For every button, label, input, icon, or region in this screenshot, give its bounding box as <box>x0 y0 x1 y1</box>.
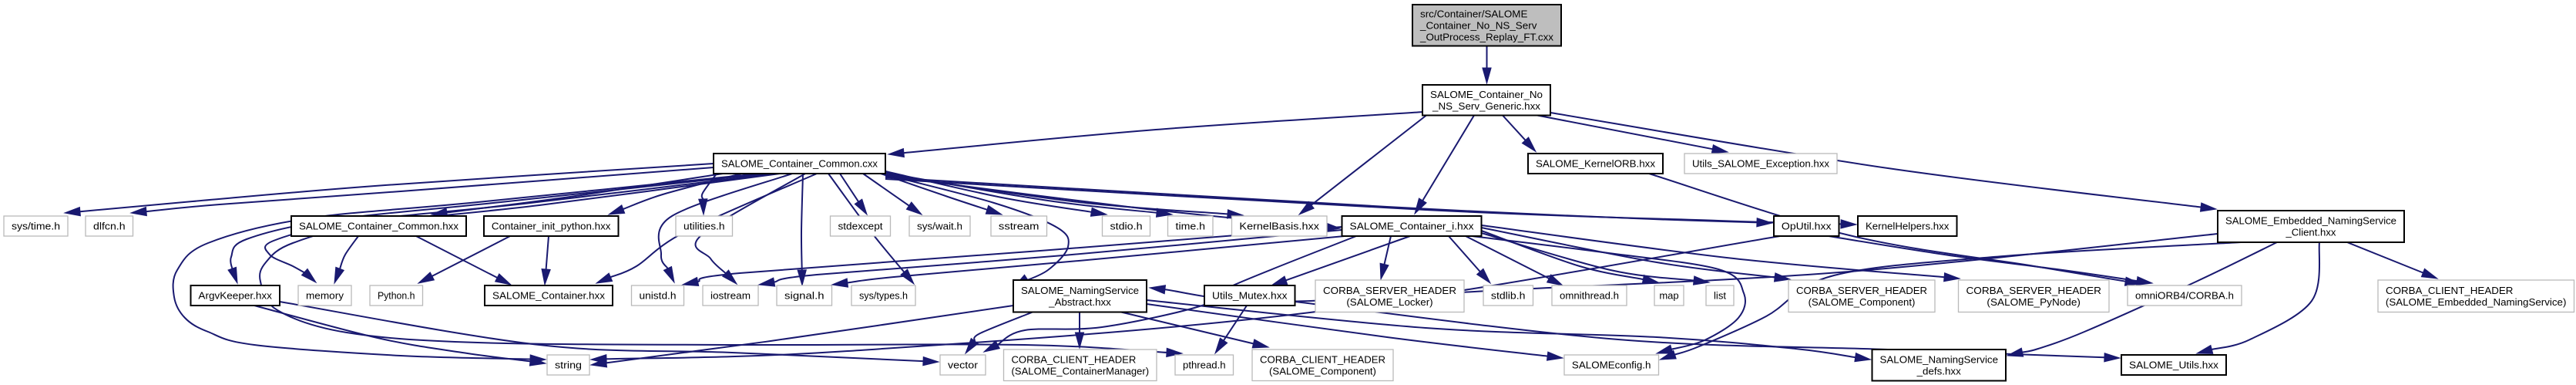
svg-text:(SALOME_PyNode): (SALOME_PyNode) <box>1987 296 2081 308</box>
svg-text:Container_init_python.hxx: Container_init_python.hxx <box>492 221 611 232</box>
svg-text:SALOME_Container_i.hxx: SALOME_Container_i.hxx <box>1350 221 1474 232</box>
svg-text:string: string <box>555 360 582 371</box>
svg-text:unistd.h: unistd.h <box>640 290 677 302</box>
svg-text:Python.h: Python.h <box>378 290 415 302</box>
svg-text:Utils_Mutex.hxx: Utils_Mutex.hxx <box>1212 290 1288 302</box>
svg-text:SALOME_Container.hxx: SALOME_Container.hxx <box>492 290 605 302</box>
svg-text:list: list <box>1714 290 1726 302</box>
svg-text:SALOME_KernelORB.hxx: SALOME_KernelORB.hxx <box>1536 158 1655 170</box>
svg-text:stdio.h: stdio.h <box>1110 221 1143 232</box>
svg-text:SALOME_Container_Common.cxx: SALOME_Container_Common.cxx <box>721 158 878 170</box>
svg-text:SALOME_Container_Common.hxx: SALOME_Container_Common.hxx <box>299 221 458 232</box>
svg-text:SALOME_NamingService: SALOME_NamingService <box>1021 285 1139 296</box>
svg-text:(SALOME_Locker): (SALOME_Locker) <box>1346 296 1432 308</box>
svg-text:ArgvKeeper.hxx: ArgvKeeper.hxx <box>198 290 272 302</box>
svg-text:CORBA_CLIENT_HEADER: CORBA_CLIENT_HEADER <box>1260 353 1385 365</box>
svg-text:SALOME_Embedded_NamingService: SALOME_Embedded_NamingService <box>2225 215 2396 227</box>
svg-text:_NS_Serv_Generic.hxx: _NS_Serv_Generic.hxx <box>1432 100 1540 112</box>
svg-text:memory: memory <box>306 290 344 302</box>
svg-text:pthread.h: pthread.h <box>1183 360 1226 371</box>
svg-text:(SALOME_Component): (SALOME_Component) <box>1809 296 1916 308</box>
svg-text:utilities.h: utilities.h <box>683 221 725 232</box>
svg-text:src/Container/SALOME: src/Container/SALOME <box>1420 8 1528 19</box>
svg-text:sstream: sstream <box>999 221 1039 232</box>
svg-text:KernelHelpers.hxx: KernelHelpers.hxx <box>1866 221 1950 232</box>
svg-text:OpUtil.hxx: OpUtil.hxx <box>1782 221 1832 232</box>
svg-text:sys/time.h: sys/time.h <box>12 221 60 232</box>
svg-text:signal.h: signal.h <box>784 290 825 302</box>
svg-text:sys/types.h: sys/types.h <box>859 290 908 302</box>
svg-text:CORBA_SERVER_HEADER: CORBA_SERVER_HEADER <box>1796 285 1927 296</box>
svg-text:omnithread.h: omnithread.h <box>1560 290 1619 302</box>
svg-text:map: map <box>1659 290 1678 302</box>
svg-text:iostream: iostream <box>710 290 751 302</box>
svg-text:sys/wait.h: sys/wait.h <box>917 221 962 232</box>
svg-text:vector: vector <box>948 360 979 371</box>
svg-text:SALOMEconfig.h: SALOMEconfig.h <box>1572 360 1651 371</box>
svg-text:SALOME_Container_No: SALOME_Container_No <box>1430 89 1543 100</box>
svg-text:KernelBasis.hxx: KernelBasis.hxx <box>1239 221 1319 232</box>
svg-text:stdexcept: stdexcept <box>838 221 883 232</box>
svg-text:_OutProcess_Replay_FT.cxx: _OutProcess_Replay_FT.cxx <box>1419 31 1553 42</box>
svg-text:omniORB4/CORBA.h: omniORB4/CORBA.h <box>2135 290 2234 302</box>
svg-text:(SALOME_Embedded_NamingService: (SALOME_Embedded_NamingService) <box>2386 296 2567 308</box>
svg-text:(SALOME_Component): (SALOME_Component) <box>1269 365 1376 377</box>
svg-text:CORBA_SERVER_HEADER: CORBA_SERVER_HEADER <box>1323 285 1456 296</box>
svg-text:CORBA_SERVER_HEADER: CORBA_SERVER_HEADER <box>1966 285 2102 296</box>
svg-text:(SALOME_ContainerManager): (SALOME_ContainerManager) <box>1012 365 1150 377</box>
svg-text:SALOME_NamingService: SALOME_NamingService <box>1880 353 1999 365</box>
svg-text:_defs.hxx: _defs.hxx <box>1916 365 1962 377</box>
svg-text:time.h: time.h <box>1176 221 1206 232</box>
svg-text:CORBA_CLIENT_HEADER: CORBA_CLIENT_HEADER <box>2386 285 2513 296</box>
svg-text:_Container_No_NS_Serv: _Container_No_NS_Serv <box>1419 19 1537 31</box>
svg-text:CORBA_CLIENT_HEADER: CORBA_CLIENT_HEADER <box>1012 353 1137 365</box>
svg-text:_Client.hxx: _Client.hxx <box>2285 227 2336 238</box>
svg-text:dlfcn.h: dlfcn.h <box>93 221 126 232</box>
svg-text:_Abstract.hxx: _Abstract.hxx <box>1048 296 1111 308</box>
svg-text:Utils_SALOME_Exception.hxx: Utils_SALOME_Exception.hxx <box>1692 158 1829 170</box>
svg-text:SALOME_Utils.hxx: SALOME_Utils.hxx <box>2129 360 2218 371</box>
svg-text:stdlib.h: stdlib.h <box>1491 290 1526 302</box>
